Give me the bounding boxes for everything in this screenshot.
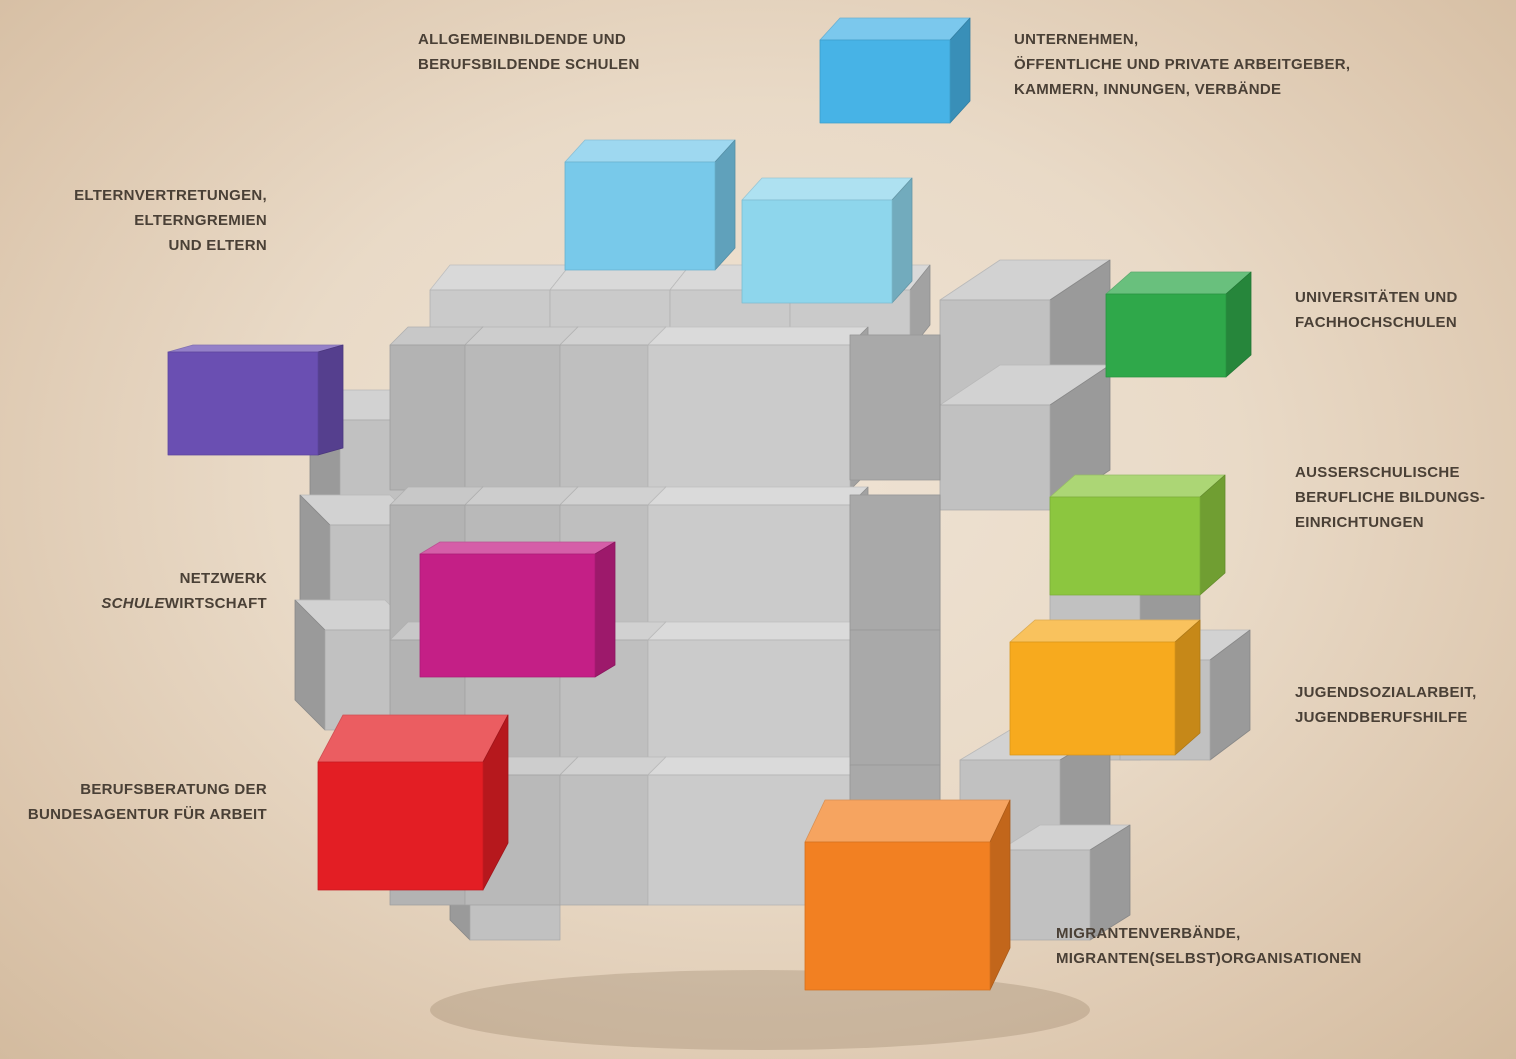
cube-green <box>1105 271 1252 378</box>
gray-back-block <box>999 824 1131 941</box>
cube-light-cyan-side <box>891 177 913 304</box>
gray-right-block-front <box>849 334 941 481</box>
gray-front-block-front <box>647 639 851 776</box>
cube-purple <box>167 344 344 456</box>
gray-front-block <box>647 326 869 491</box>
gray-back-block <box>939 364 1111 511</box>
gray-front-block-front <box>389 344 466 491</box>
gray-front-block <box>647 621 869 776</box>
cube-light-blue-top <box>564 139 736 163</box>
label-migranten-line: MIGRANTEN(SELBST)ORGANISATIONEN <box>1056 950 1362 967</box>
cube-sky-blue-top <box>819 17 971 41</box>
gray-right-block-front <box>849 494 941 631</box>
cube-yellow-orange-side <box>1174 619 1201 756</box>
cube-lime-front <box>1049 496 1201 596</box>
label-berufsberatung-line: BERUFSBERATUNG DER <box>80 781 267 798</box>
label-jugend-line: JUGENDSOZIALARBEIT, <box>1295 684 1477 701</box>
gray-right-block <box>849 334 941 481</box>
gray-front-block-top <box>647 326 869 346</box>
cube-light-blue-side <box>714 139 736 271</box>
cube-light-cyan <box>741 177 913 304</box>
cube-red-top <box>317 714 509 763</box>
cube-purple-side <box>317 344 344 456</box>
gray-front-block-top <box>559 486 667 506</box>
cube-light-blue-front <box>564 161 716 271</box>
cube-orange <box>804 799 1011 991</box>
cube-red-front <box>317 761 484 891</box>
cube-yellow-orange-top <box>1009 619 1201 643</box>
label-schulen-line: BERUFSBILDENDE SCHULEN <box>418 56 640 73</box>
gray-top-block-top <box>429 264 571 291</box>
cube-sky-blue-front <box>819 39 951 124</box>
gray-front-block-top <box>559 756 667 776</box>
label-eltern: ELTERNVERTRETUNGEN, ELTERNGREMIEN UND EL… <box>74 183 267 258</box>
label-ausserschulisch-line: AUSSERSCHULISCHE <box>1295 464 1460 481</box>
label-jugend-line: JUGENDBERUFSHILFE <box>1295 709 1468 726</box>
gray-front-block-front <box>647 504 851 641</box>
gray-front-block-front <box>464 344 561 491</box>
gray-front-block-front <box>559 344 649 491</box>
label-unternehmen-line: KAMMERN, INNUNGEN, VERBÄNDE <box>1014 81 1282 98</box>
gray-front-block-top <box>647 486 869 506</box>
cube-lime-top <box>1049 474 1226 498</box>
cube-red <box>317 714 509 891</box>
gray-back-block-front <box>939 404 1051 511</box>
cube-sky-blue <box>819 17 971 124</box>
gray-right-block-front <box>849 629 941 766</box>
cube-purple-top <box>167 344 344 353</box>
label-ausserschulisch: AUSSERSCHULISCHE BERUFLICHE BILDUNGS- EI… <box>1295 460 1485 535</box>
label-berufsberatung-line: BUNDESAGENTUR FÜR ARBEIT <box>27 806 267 823</box>
cube-light-cyan-top <box>741 177 913 201</box>
label-universitaeten-line: UNIVERSITÄTEN UND <box>1295 289 1458 306</box>
cube-purple-front <box>167 351 319 456</box>
cube-orange-front <box>804 841 991 991</box>
colored-cubes <box>167 17 1252 991</box>
cube-magenta-front <box>419 553 596 678</box>
gray-front-block-top <box>559 326 667 346</box>
label-migranten: MIGRANTENVERBÄNDE, MIGRANTEN(SELBST)ORGA… <box>1056 921 1362 971</box>
cube-orange-top <box>804 799 1011 843</box>
cube-magenta <box>419 541 616 678</box>
gray-right-block <box>849 629 941 766</box>
label-netzwerk-line: NETZWERK <box>179 570 267 587</box>
cube-magenta-side <box>594 541 616 678</box>
label-schulen-line: ALLGEMEINBILDENDE UND <box>418 31 626 48</box>
gray-front-block-front <box>647 344 851 491</box>
label-unternehmen-line: ÖFFENTLICHE UND PRIVATE ARBEITGEBER, <box>1014 56 1351 73</box>
cube-green-front <box>1105 293 1227 378</box>
gray-front-block-front <box>559 774 649 906</box>
cube-lime <box>1049 474 1226 596</box>
gray-front-block-top <box>464 326 579 346</box>
label-ausserschulisch-line: EINRICHTUNGEN <box>1295 514 1424 531</box>
cube-yellow-orange-front <box>1009 641 1176 756</box>
label-schulen: ALLGEMEINBILDENDE UND BERUFSBILDENDE SCH… <box>418 27 640 77</box>
gray-front-block <box>647 486 869 641</box>
label-universitaeten-line: FACHHOCHSCHULEN <box>1295 314 1457 331</box>
label-ausserschulisch-line: BERUFLICHE BILDUNGS- <box>1295 489 1486 506</box>
label-netzwerk-italic: SCHULE <box>101 595 165 612</box>
gray-right-block <box>849 494 941 631</box>
label-eltern-line: ELTERNGREMIEN <box>134 212 267 229</box>
label-jugend: JUGENDSOZIALARBEIT, JUGENDBERUFSHILFE <box>1295 680 1477 730</box>
cube-light-blue <box>564 139 736 271</box>
label-migranten-line: MIGRANTENVERBÄNDE, <box>1056 925 1241 942</box>
cube-light-cyan-front <box>741 199 893 304</box>
gray-front-block-top <box>464 486 579 506</box>
gray-front-block-top <box>647 756 869 776</box>
cube-magenta-top <box>419 541 616 555</box>
label-berufsberatung: BERUFSBERATUNG DER BUNDESAGENTUR FÜR ARB… <box>28 777 267 827</box>
label-universitaeten: UNIVERSITÄTEN UND FACHHOCHSCHULEN <box>1295 285 1458 335</box>
label-eltern-line: ELTERNVERTRETUNGEN, <box>74 187 267 204</box>
label-eltern-line: UND ELTERN <box>168 237 267 254</box>
label-netzwerk-rest: WIRTSCHAFT <box>164 595 267 612</box>
label-unternehmen-line: UNTERNEHMEN, <box>1014 31 1139 48</box>
cube-yellow-orange <box>1009 619 1201 756</box>
label-netzwerk: NETZWERK SCHULEWIRTSCHAFT <box>101 566 267 616</box>
label-netzwerk-line: SCHULEWIRTSCHAFT <box>101 591 267 616</box>
gray-front-block-top <box>647 621 869 641</box>
label-unternehmen: UNTERNEHMEN, ÖFFENTLICHE UND PRIVATE ARB… <box>1014 27 1350 102</box>
